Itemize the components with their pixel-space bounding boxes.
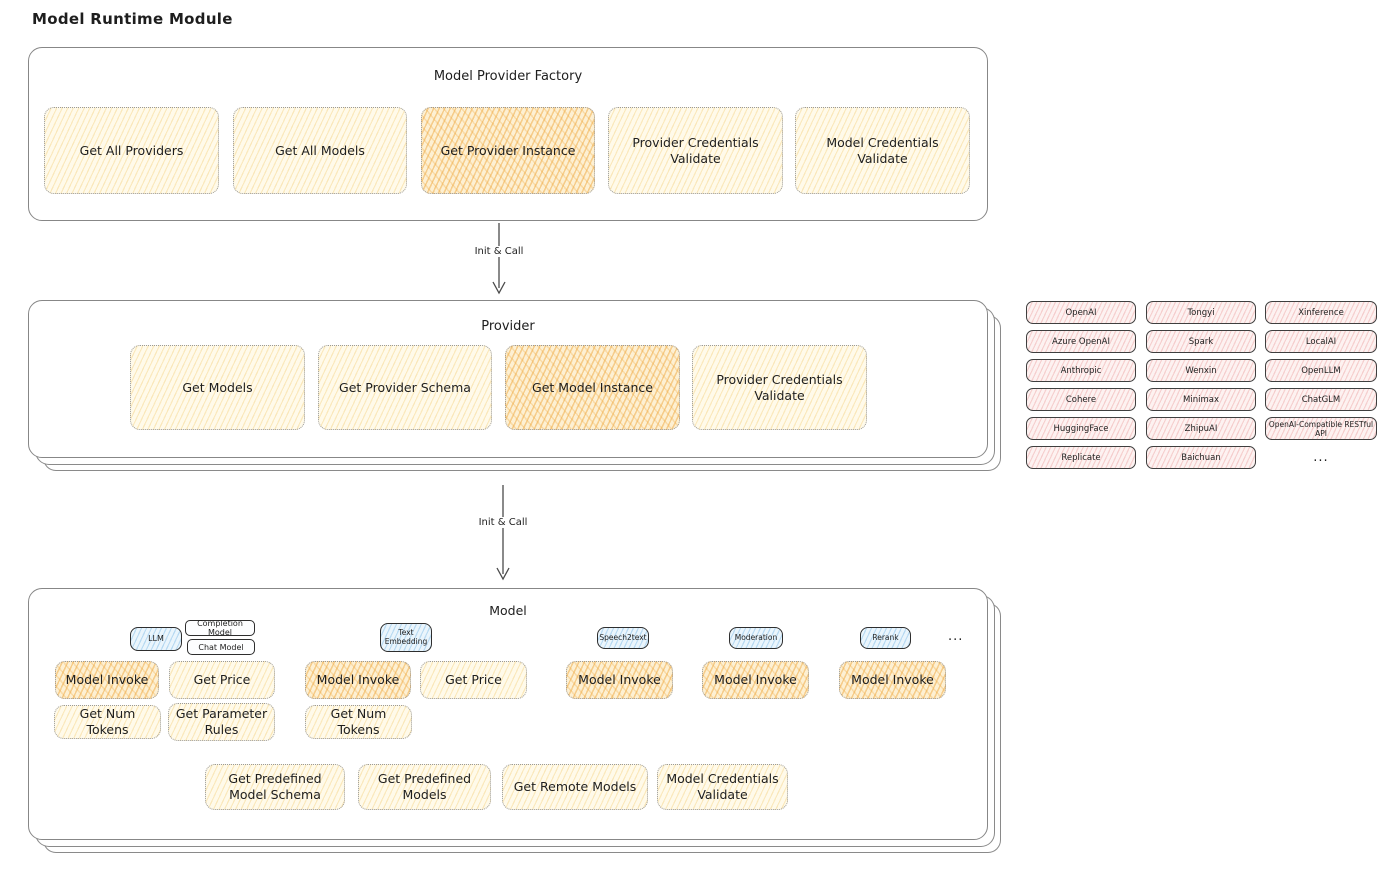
provider-cell-ellipsis: ... <box>1313 450 1329 465</box>
provider-cell-xinference: Xinference <box>1265 301 1377 324</box>
embedding-get-price: Get Price <box>420 661 527 699</box>
init-call-arrow-bottom <box>496 485 510 581</box>
model-model-credentials-validate: Model Credentials Validate <box>657 764 788 810</box>
model-get-predefined-models: Get Predefined Models <box>358 764 491 810</box>
embedding-model-invoke: Model Invoke <box>305 661 411 699</box>
model-get-remote-models: Get Remote Models <box>502 764 648 810</box>
provider-cell-zhipuai: ZhipuAI <box>1146 417 1256 440</box>
provider-cell-localai: LocalAI <box>1265 330 1377 353</box>
tab-moderation: Moderation <box>729 627 783 649</box>
tab-text-embedding: Text Embedding <box>380 623 432 652</box>
llm-get-num-tokens: Get Num Tokens <box>54 705 161 739</box>
provider-cell-replicate: Replicate <box>1026 446 1136 469</box>
provider-cell-tongyi: Tongyi <box>1146 301 1256 324</box>
tabs-ellipsis: ... <box>948 629 964 644</box>
moderation-model-invoke: Model Invoke <box>702 661 809 699</box>
provider-cell-baichuan: Baichuan <box>1146 446 1256 469</box>
provider-cell-cohere: Cohere <box>1026 388 1136 411</box>
embedding-get-num-tokens: Get Num Tokens <box>305 705 412 739</box>
tab-completion-model: Completion Model <box>185 619 255 637</box>
llm-get-price: Get Price <box>169 661 275 699</box>
factory-box-get-all-models: Get All Models <box>233 107 407 194</box>
provider-cell-openai: OpenAI <box>1026 301 1136 324</box>
llm-get-parameter-rules: Get Parameter Rules <box>168 703 275 741</box>
init-call-label-top: Init & Call <box>471 246 527 257</box>
init-call-label-bottom: Init & Call <box>475 517 531 528</box>
tab-speech2text: Speech2text <box>597 627 649 649</box>
tab-chat-model: Chat Model <box>187 639 255 655</box>
provider-cell-minimax: Minimax <box>1146 388 1256 411</box>
provider-box-get-model-instance: Get Model Instance <box>505 345 680 430</box>
provider-cell-openllm: OpenLLM <box>1265 359 1377 382</box>
tab-rerank: Rerank <box>860 627 911 649</box>
provider-cell-spark: Spark <box>1146 330 1256 353</box>
provider-cell-openai-compatible: OpenAI-Compatible RESTful API <box>1265 417 1377 440</box>
speech2text-model-invoke: Model Invoke <box>566 661 673 699</box>
tab-llm: LLM <box>130 627 182 651</box>
provider-cell-huggingface: HuggingFace <box>1026 417 1136 440</box>
provider-cell-chatglm: ChatGLM <box>1265 388 1377 411</box>
page-title: Model Runtime Module <box>32 10 233 28</box>
factory-box-get-all-providers: Get All Providers <box>44 107 219 194</box>
factory-title: Model Provider Factory <box>433 69 583 84</box>
model-title: Model <box>489 603 527 618</box>
factory-box-provider-credentials-validate: Provider Credentials Validate <box>608 107 783 194</box>
provider-cell-azure-openai: Azure OpenAI <box>1026 330 1136 353</box>
model-get-predefined-model-schema: Get Predefined Model Schema <box>205 764 345 810</box>
provider-cell-wenxin: Wenxin <box>1146 359 1256 382</box>
factory-box-get-provider-instance: Get Provider Instance <box>421 107 595 194</box>
llm-model-invoke: Model Invoke <box>55 661 159 699</box>
init-call-arrow-top <box>492 223 506 295</box>
provider-box-get-provider-schema: Get Provider Schema <box>318 345 492 430</box>
rerank-model-invoke: Model Invoke <box>839 661 946 699</box>
provider-cell-anthropic: Anthropic <box>1026 359 1136 382</box>
factory-box-model-credentials-validate: Model Credentials Validate <box>795 107 970 194</box>
provider-title: Provider <box>481 319 535 334</box>
provider-box-get-models: Get Models <box>130 345 305 430</box>
provider-box-provider-credentials-validate: Provider Credentials Validate <box>692 345 867 430</box>
